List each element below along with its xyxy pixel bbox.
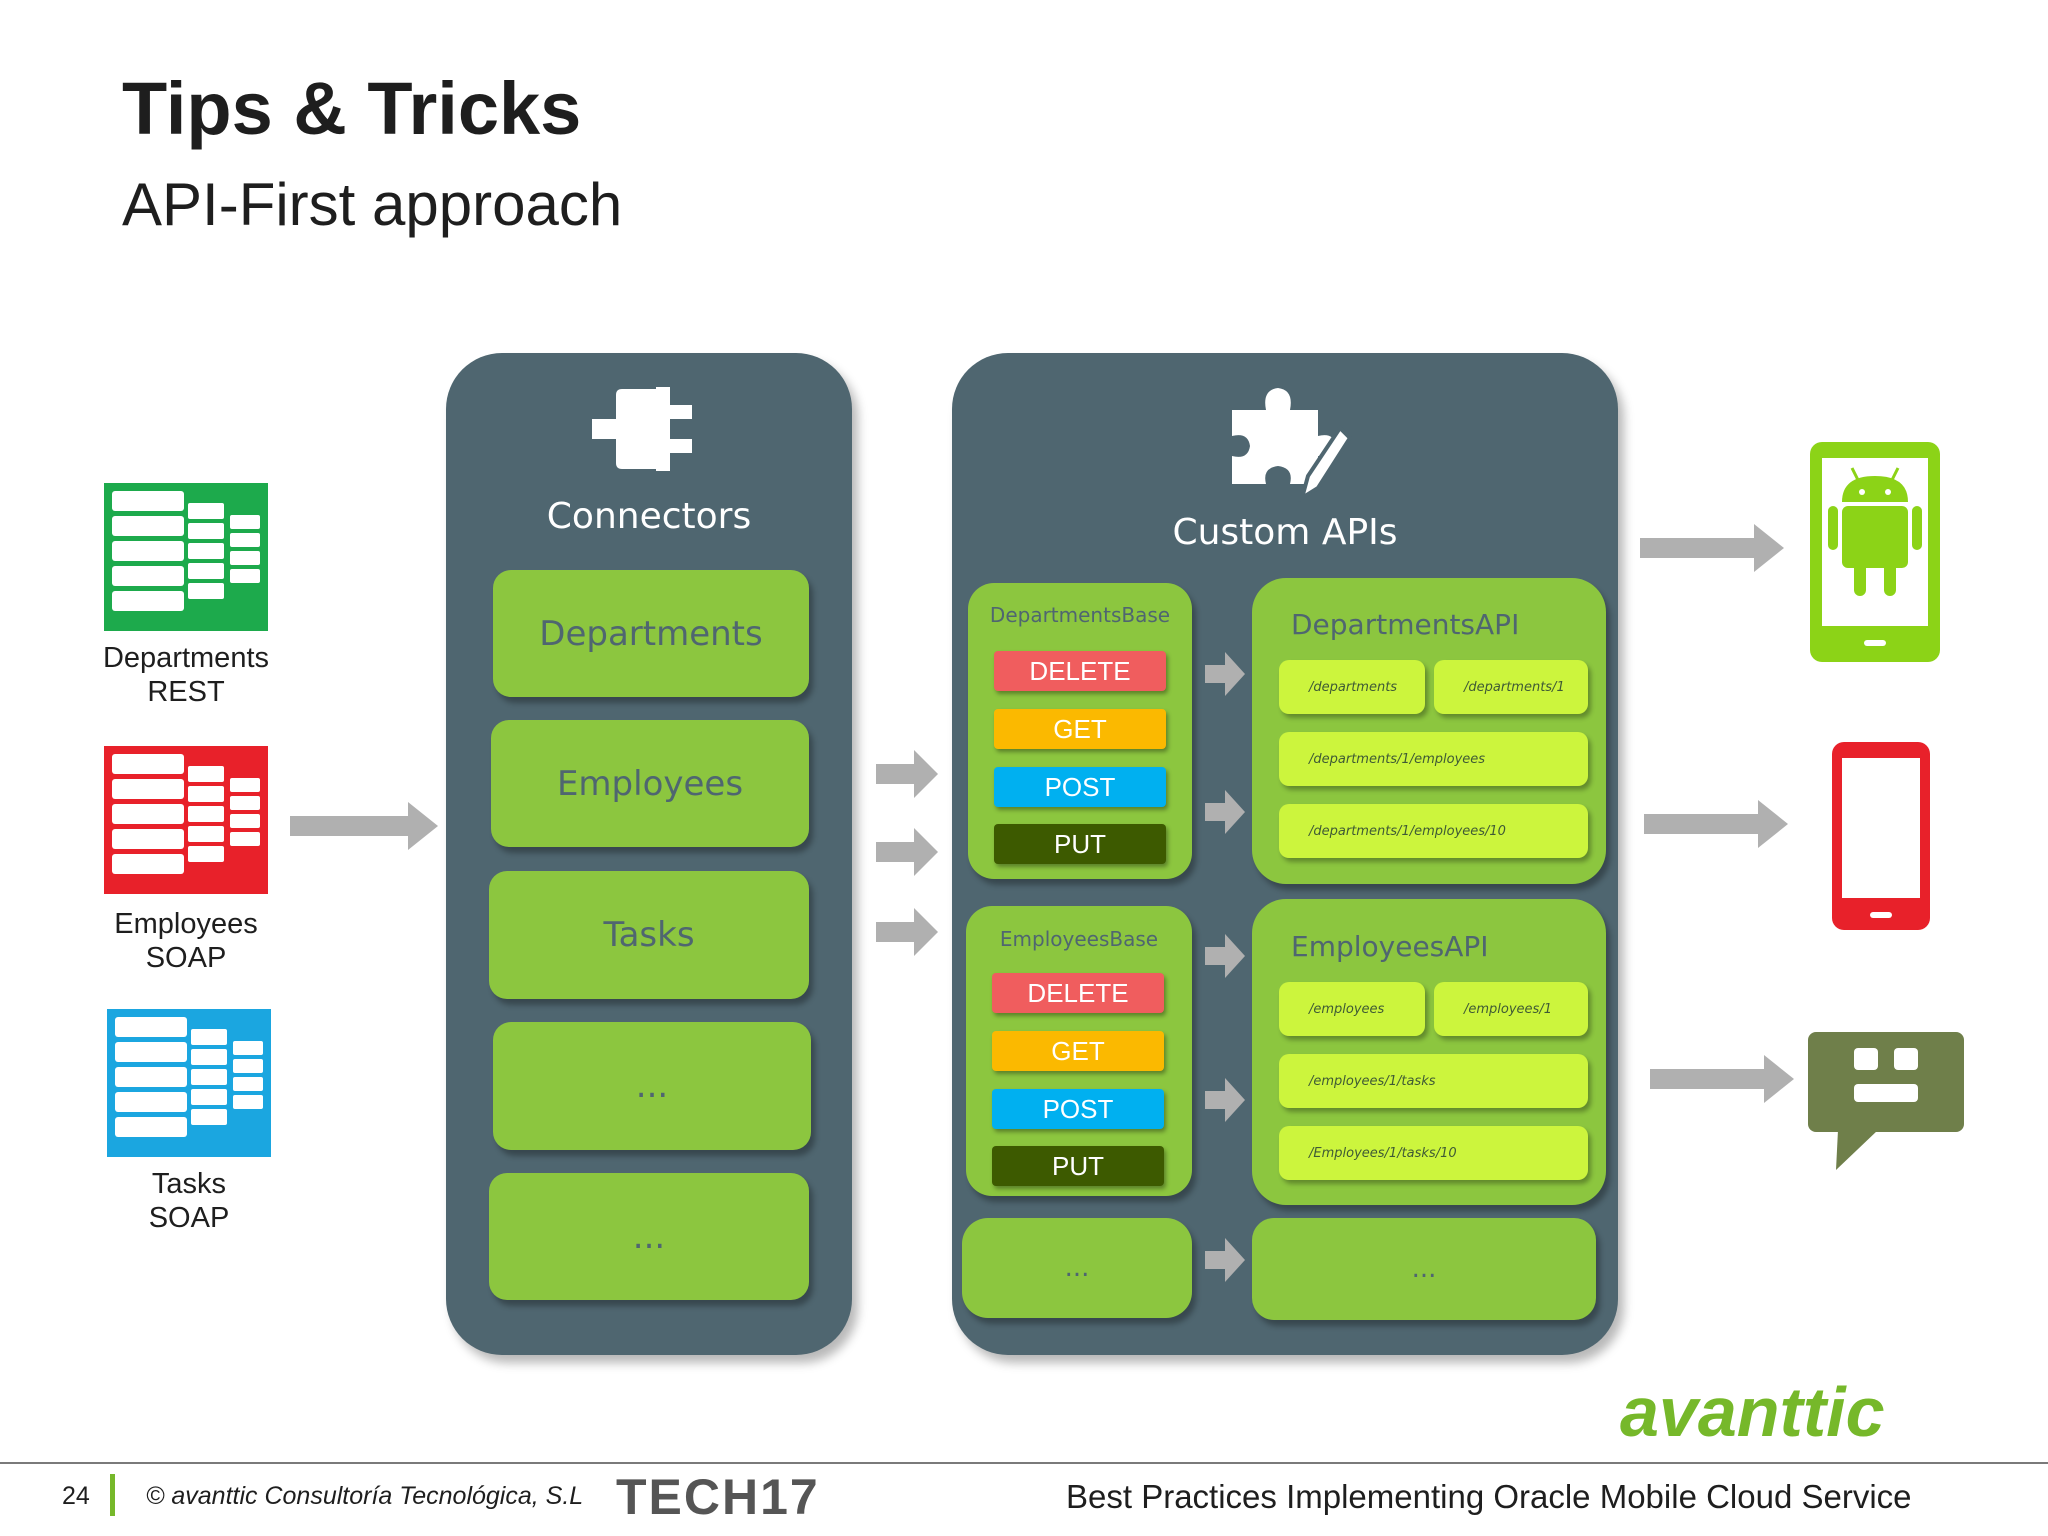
- arrow-right-icon: [1644, 800, 1788, 848]
- endpoint-employee-task-by-id[interactable]: /Employees/1/tasks/10: [1279, 1126, 1588, 1180]
- connector-employees[interactable]: Employees: [491, 720, 809, 847]
- verb-put[interactable]: PUT: [992, 1146, 1164, 1186]
- endpoint-department-by-id[interactable]: /departments/1: [1434, 660, 1588, 714]
- verb-delete[interactable]: DELETE: [994, 651, 1166, 691]
- custom-apis-title: Custom APIs: [1172, 512, 1398, 553]
- verb-post[interactable]: POST: [994, 767, 1166, 807]
- footer-copyright: © avanttic Consultoría Tecnológica, S.L: [146, 1482, 584, 1510]
- api-more-card[interactable]: ...: [1252, 1218, 1596, 1320]
- arrow-right-icon: [1205, 1238, 1245, 1282]
- footer-divider: [0, 1462, 2048, 1464]
- endpoint-department-employee-by-id[interactable]: /departments/1/employees/10: [1279, 804, 1588, 858]
- endpoint-department-employees[interactable]: /departments/1/employees: [1279, 732, 1588, 786]
- footer-accent-bar: [110, 1474, 115, 1516]
- base-more-card[interactable]: ...: [962, 1218, 1192, 1318]
- arrow-right-icon: [1205, 652, 1245, 696]
- connector-departments[interactable]: Departments: [493, 570, 809, 697]
- verb-delete[interactable]: DELETE: [992, 973, 1164, 1013]
- verb-get[interactable]: GET: [992, 1031, 1164, 1071]
- arrow-right-icon: [1650, 1055, 1794, 1103]
- endpoint-employee-tasks[interactable]: /employees/1/tasks: [1279, 1054, 1588, 1108]
- verb-put[interactable]: PUT: [994, 824, 1166, 864]
- departments-base-title: DepartmentsBase: [989, 603, 1171, 627]
- arrow-right-icon: [1205, 934, 1245, 978]
- employees-api-title: EmployeesAPI: [1291, 930, 1489, 963]
- slide-subtitle: API-First approach: [122, 171, 623, 238]
- server-table-icon: [107, 1009, 271, 1157]
- server-table-icon: [104, 483, 268, 631]
- connector-tasks[interactable]: Tasks: [489, 871, 809, 999]
- puzzle-pencil-icon: [1232, 388, 1352, 503]
- source-employees: [104, 746, 268, 899]
- chatbot-icon: [1808, 1032, 1964, 1170]
- server-table-icon: [104, 746, 268, 894]
- arrow-right-icon: [1640, 524, 1784, 572]
- source-tasks: [107, 1009, 271, 1162]
- arrow-right-icon: [290, 802, 438, 850]
- connector-more[interactable]: ...: [489, 1173, 809, 1300]
- footer-talk-title: Best Practices Implementing Oracle Mobil…: [1066, 1478, 1912, 1515]
- verb-get[interactable]: GET: [994, 709, 1166, 749]
- page-number: 24: [62, 1482, 90, 1510]
- connector-more[interactable]: ...: [493, 1022, 811, 1150]
- plug-icon: [592, 387, 692, 471]
- slide-title: Tips & Tricks: [122, 67, 582, 150]
- arrow-right-icon: [876, 828, 938, 876]
- connectors-title: Connectors: [546, 496, 752, 537]
- avanttic-logo: avanttic: [1620, 1373, 1885, 1451]
- departments-api-title: DepartmentsAPI: [1291, 608, 1520, 641]
- tech17-logo: TECH17: [616, 1469, 820, 1525]
- arrow-right-icon: [876, 908, 938, 956]
- arrow-right-icon: [876, 750, 938, 798]
- arrow-right-icon: [1205, 790, 1245, 834]
- endpoint-departments[interactable]: /departments: [1279, 660, 1425, 714]
- endpoint-employees[interactable]: /employees: [1279, 982, 1425, 1036]
- endpoint-employee-by-id[interactable]: /employees/1: [1434, 982, 1588, 1036]
- employees-base-title: EmployeesBase: [999, 927, 1159, 951]
- mobile-phone-icon: [1832, 742, 1930, 930]
- source-departments: [104, 483, 268, 636]
- android-phone-icon: [1810, 442, 1940, 662]
- arrow-right-icon: [1205, 1078, 1245, 1122]
- verb-post[interactable]: POST: [992, 1089, 1164, 1129]
